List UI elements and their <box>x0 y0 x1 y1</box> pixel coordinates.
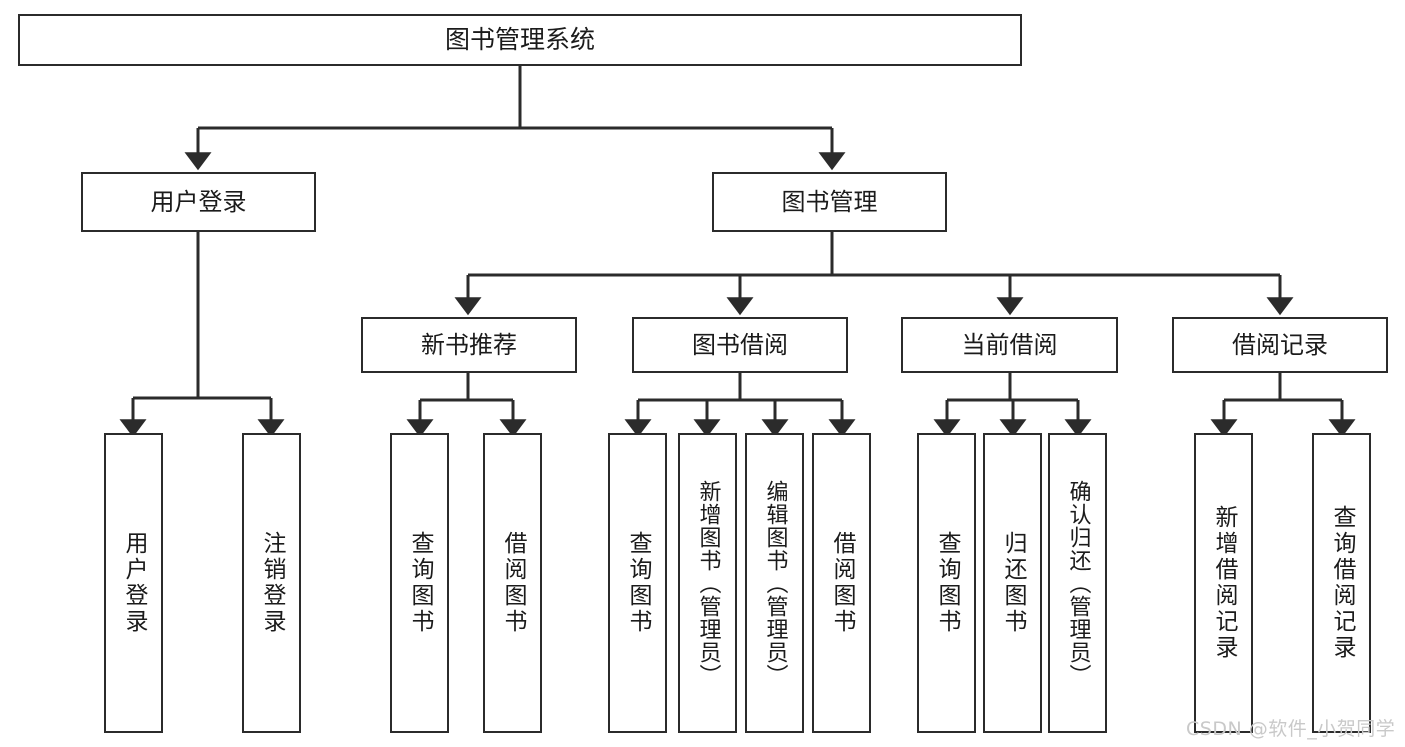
node-label: 新增图书（管理员） <box>695 479 721 687</box>
node-root-book-management-system[interactable]: 图书管理系统 <box>18 14 1022 66</box>
node-label: 编辑图书（管理员） <box>762 479 788 687</box>
leaf-user-login-signout[interactable]: 注销登录 <box>242 433 301 733</box>
leaf-book-borrow-query-book[interactable]: 查询图书 <box>608 433 667 733</box>
leaf-book-borrow-add-book-admin[interactable]: 新增图书（管理员） <box>678 433 737 733</box>
node-label: 当前借阅 <box>961 330 1058 359</box>
node-book-borrow[interactable]: 图书借阅 <box>632 317 848 373</box>
node-label: 借阅图书 <box>500 531 526 635</box>
leaf-new-book-query-book[interactable]: 查询图书 <box>390 433 449 733</box>
leaf-borrow-record-add-record[interactable]: 新增借阅记录 <box>1194 433 1253 733</box>
leaf-new-book-borrow-book[interactable]: 借阅图书 <box>483 433 542 733</box>
node-label: 用户登录 <box>121 531 147 635</box>
node-label: 查询图书 <box>934 531 960 635</box>
node-new-book-recommend[interactable]: 新书推荐 <box>361 317 577 373</box>
leaf-user-login-signin[interactable]: 用户登录 <box>104 433 163 733</box>
leaf-current-borrow-query-book[interactable]: 查询图书 <box>917 433 976 733</box>
node-label: 查询图书 <box>407 531 433 635</box>
node-label: 借阅图书 <box>829 531 855 635</box>
node-user-login[interactable]: 用户登录 <box>81 172 316 232</box>
node-label: 借阅记录 <box>1232 330 1328 359</box>
node-label: 图书管理系统 <box>444 25 595 55</box>
node-label: 用户登录 <box>150 187 247 216</box>
node-current-borrow[interactable]: 当前借阅 <box>901 317 1118 373</box>
node-label: 注销登录 <box>259 531 285 635</box>
node-book-management[interactable]: 图书管理 <box>712 172 947 232</box>
node-label: 归还图书 <box>1000 531 1026 635</box>
node-label: 查询借阅记录 <box>1329 505 1355 661</box>
leaf-current-borrow-confirm-return-admin[interactable]: 确认归还（管理员） <box>1048 433 1107 733</box>
node-label: 图书管理 <box>781 187 878 216</box>
node-label: 确认归还（管理员） <box>1065 479 1091 687</box>
node-label: 查询图书 <box>625 531 651 635</box>
leaf-book-borrow-borrow-book[interactable]: 借阅图书 <box>812 433 871 733</box>
leaf-book-borrow-edit-book-admin[interactable]: 编辑图书（管理员） <box>745 433 804 733</box>
leaf-borrow-record-query-record[interactable]: 查询借阅记录 <box>1312 433 1371 733</box>
node-label: 新增借阅记录 <box>1211 505 1237 661</box>
csdn-watermark: CSDN @软件_小贺同学 <box>1186 718 1396 740</box>
node-borrow-record[interactable]: 借阅记录 <box>1172 317 1388 373</box>
leaf-current-borrow-return-book[interactable]: 归还图书 <box>983 433 1042 733</box>
node-label: 新书推荐 <box>421 330 517 359</box>
node-label: 图书借阅 <box>692 330 788 359</box>
